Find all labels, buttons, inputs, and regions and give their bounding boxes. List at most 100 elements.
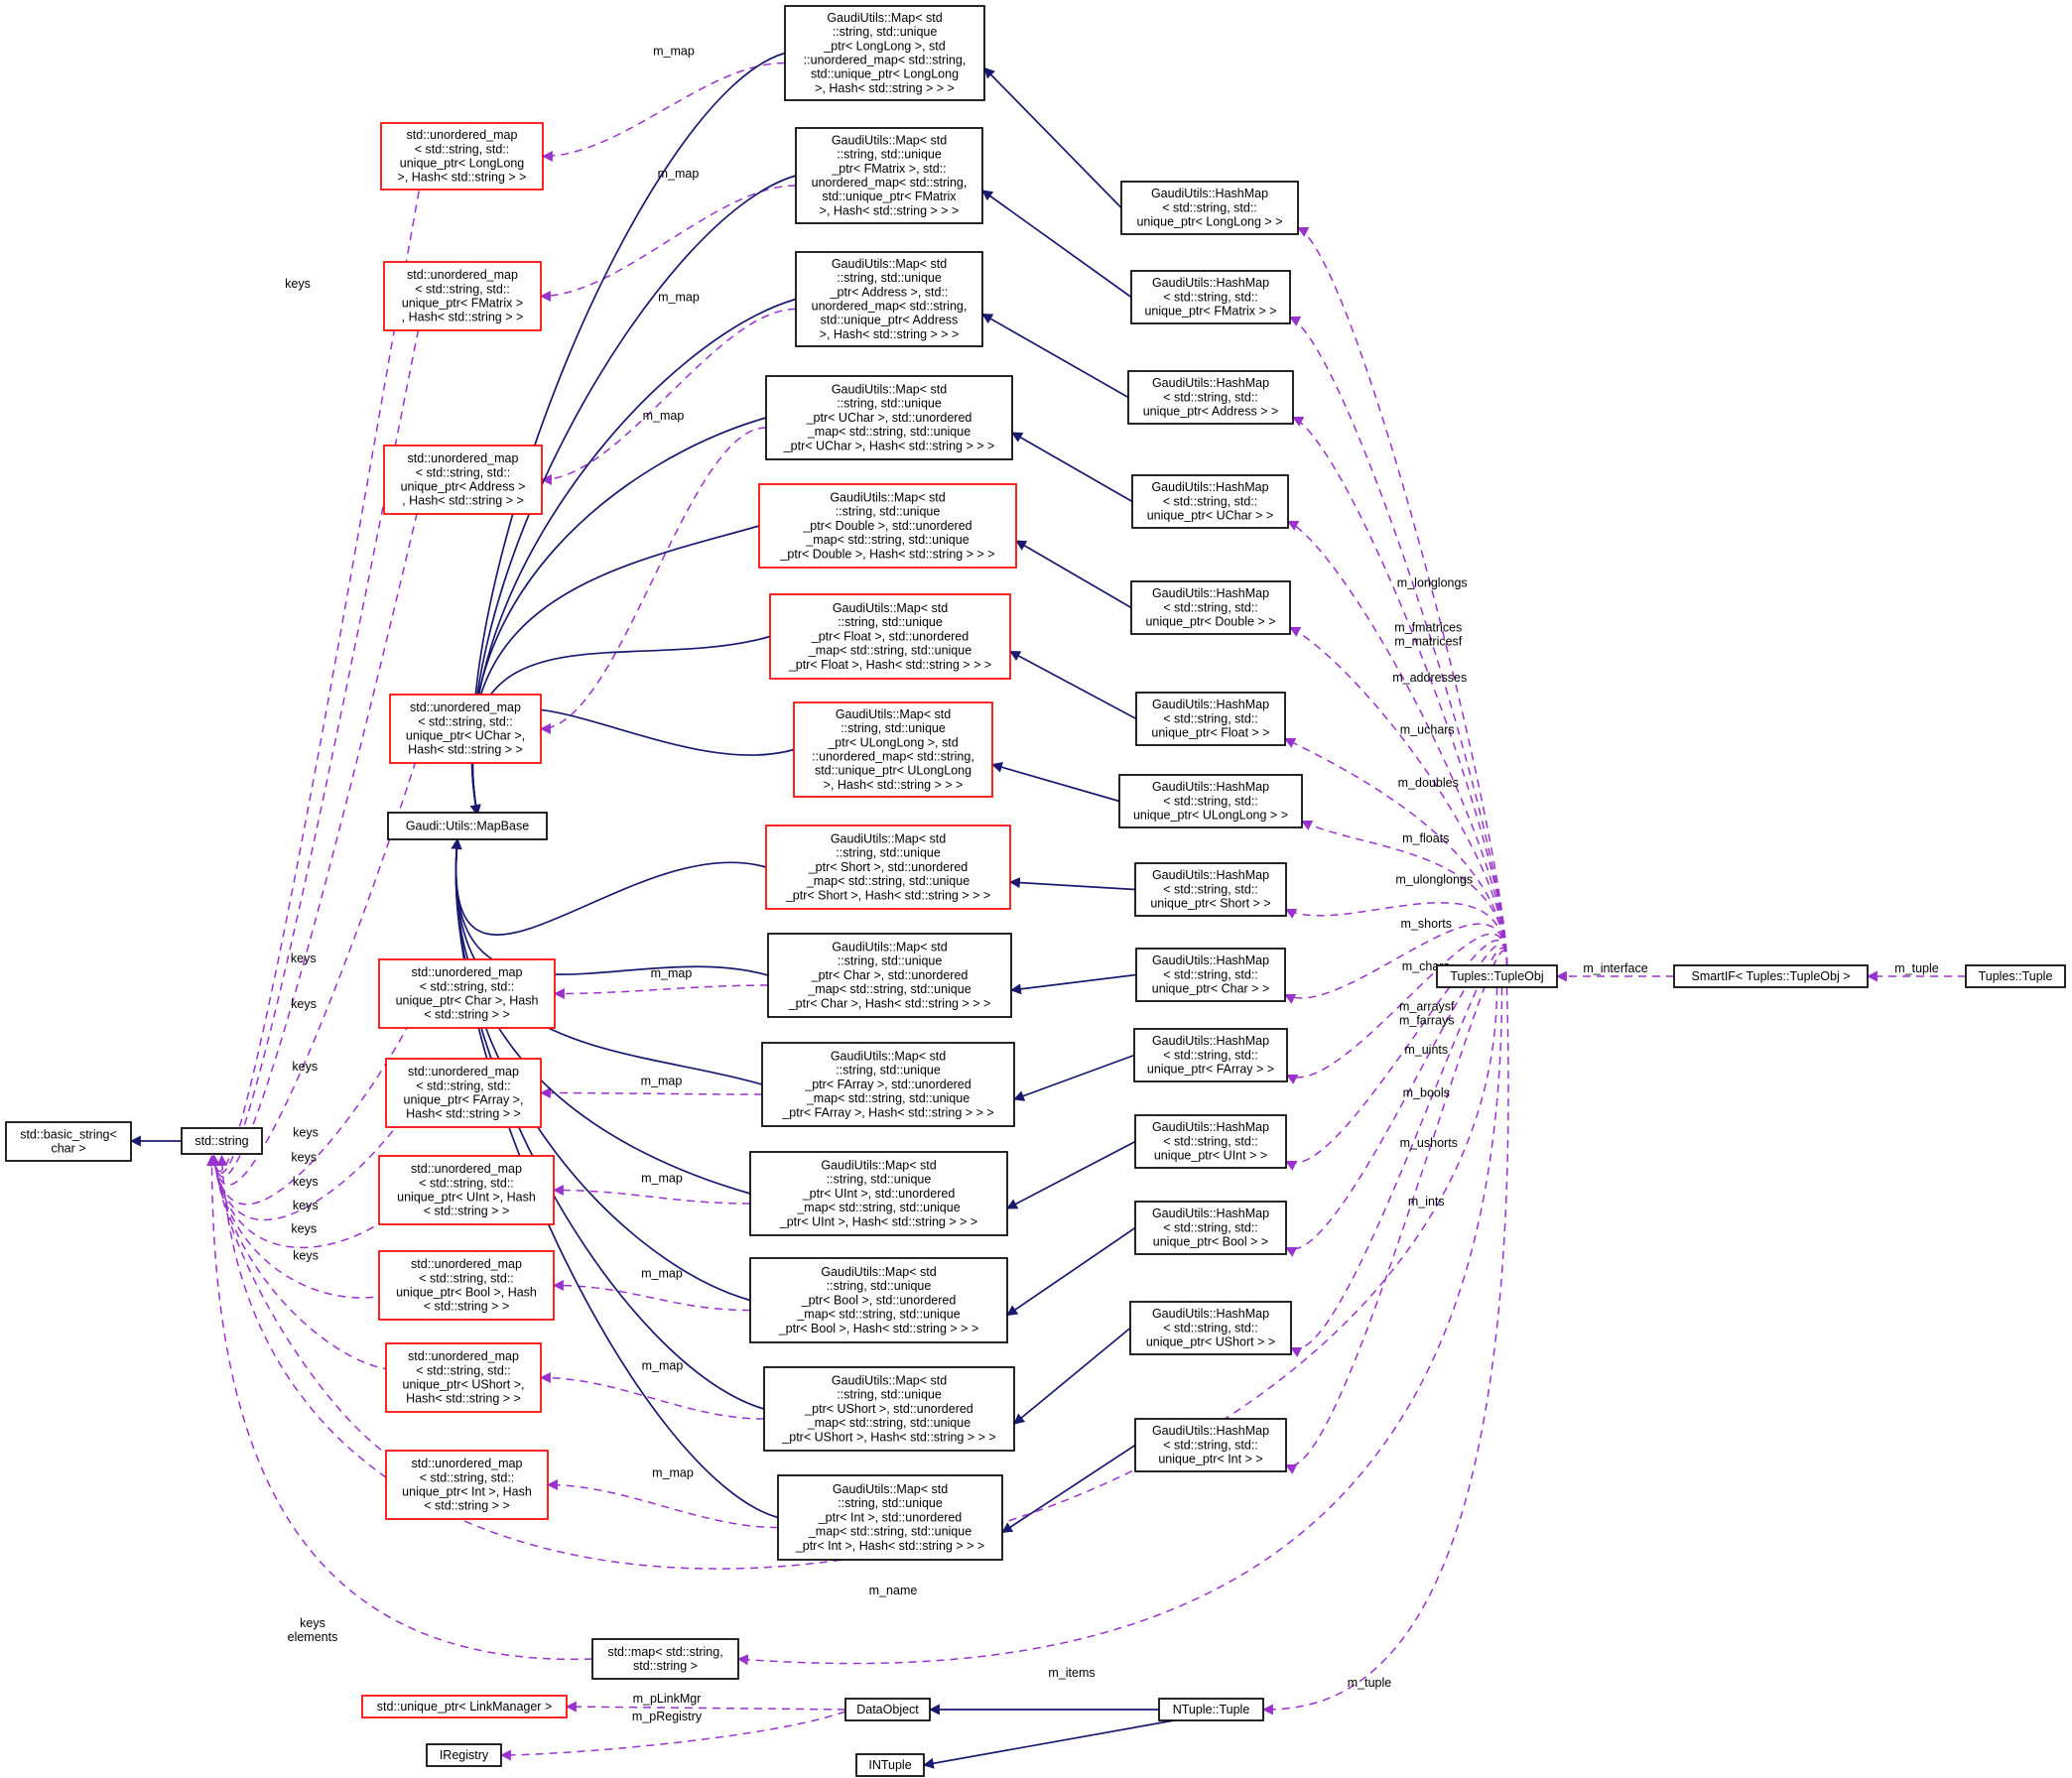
class-node-label: GaudiUtils::HashMap< std::string, std::u… xyxy=(1150,868,1270,910)
edge-inheritance-hm_int-to-map_int xyxy=(1001,1444,1136,1534)
class-node-basic-string[interactable]: std::basic_string<char > xyxy=(5,1121,132,1162)
edge-label-map_uint-to-um_uint: m_map xyxy=(641,1172,683,1186)
edge-usage-dataobject-to-iregistry xyxy=(499,1711,846,1761)
edge-inheritance-hm_short-to-map_short xyxy=(1008,877,1136,891)
class-node-label: GaudiUtils::Map< std::string, std::uniqu… xyxy=(778,1265,979,1335)
class-node-hm-address[interactable]: GaudiUtils::HashMap< std::string, std::u… xyxy=(1127,370,1294,425)
class-node-box xyxy=(383,261,542,331)
edge-label-um_bool-to-std_string: keys xyxy=(293,1199,319,1212)
class-node-label: std::unordered_map< std::string, std::un… xyxy=(396,1257,537,1314)
class-node-map-fmatrix[interactable]: GaudiUtils::Map< std::string, std::uniqu… xyxy=(795,127,983,224)
class-node-hm-uchar[interactable]: GaudiUtils::HashMap< std::string, std::u… xyxy=(1131,474,1289,529)
class-node-map-double[interactable]: GaudiUtils::Map< std::string, std::uniqu… xyxy=(758,483,1017,569)
class-node-hm-double[interactable]: GaudiUtils::HashMap< std::string, std::u… xyxy=(1130,580,1291,635)
class-node-label: GaudiUtils::HashMap< std::string, std::u… xyxy=(1151,698,1269,739)
edge-label-tupleobj-to-std_string: m_name xyxy=(869,1584,918,1597)
class-node-map-address[interactable]: GaudiUtils::Map< std::string, std::uniqu… xyxy=(795,251,983,347)
class-node-label: GaudiUtils::Map< std::string, std::uniqu… xyxy=(779,491,994,562)
class-node-dataobject[interactable]: DataObject xyxy=(844,1698,931,1721)
edge-usage-map_farray-to-um_farray xyxy=(539,1087,763,1099)
class-node-map-farray[interactable]: GaudiUtils::Map< std::string, std::uniqu… xyxy=(761,1042,1015,1127)
edge-label-tupleobj-to-hm_uint: m_uints xyxy=(1404,1043,1448,1057)
class-node-label: IRegistry xyxy=(440,1748,489,1762)
class-node-uptr-linkmgr[interactable]: std::unique_ptr< LinkManager > xyxy=(361,1695,568,1718)
class-node-map-char[interactable]: GaudiUtils::Map< std::string, std::uniqu… xyxy=(767,933,1012,1018)
class-node-hm-fmatrix[interactable]: GaudiUtils::HashMap< std::string, std::u… xyxy=(1130,270,1291,324)
class-node-um-char[interactable]: std::unordered_map< std::string, std::un… xyxy=(378,958,556,1029)
class-node-box xyxy=(765,375,1013,460)
class-node-label: std::map< std::string,std::string > xyxy=(607,1645,722,1673)
class-node-um-longlong[interactable]: std::unordered_map< std::string, std::un… xyxy=(380,122,544,190)
class-node-map-int[interactable]: GaudiUtils::Map< std::string, std::uniqu… xyxy=(777,1474,1003,1561)
class-node-label: std::unordered_map< std::string, std::un… xyxy=(406,700,525,757)
class-node-label: GaudiUtils::Map< std::string, std::uniqu… xyxy=(779,1159,977,1229)
class-node-box xyxy=(749,1151,1008,1236)
class-node-box xyxy=(383,444,543,515)
class-node-label: Gaudi::Utils::MapBase xyxy=(406,819,529,832)
class-node-label: GaudiUtils::Map< std::string, std::uniqu… xyxy=(788,601,991,672)
edge-inheritance-ntuple_tuple-to-intuple xyxy=(922,1719,1175,1769)
class-node-hm-int[interactable]: GaudiUtils::HashMap< std::string, std::u… xyxy=(1134,1418,1287,1472)
edge-inheritance-hm_double-to-map_double xyxy=(1015,540,1132,609)
class-node-map-longlong[interactable]: GaudiUtils::Map< std::string, std::uniqu… xyxy=(784,5,985,101)
class-node-smartif[interactable]: SmartIF< Tuples::TupleObj > xyxy=(1673,964,1869,988)
class-node-intuple[interactable]: INTuple xyxy=(855,1753,925,1777)
edge-label-tupleobj-to-hm_float: m_floats xyxy=(1402,831,1449,845)
class-node-um-uchar[interactable]: std::unordered_map< std::string, std::un… xyxy=(389,694,542,764)
class-node-um-uint[interactable]: std::unordered_map< std::string, std::un… xyxy=(378,1155,555,1225)
edge-label-tupleobj-to-hm_double: m_doubles xyxy=(1398,776,1459,790)
class-node-label: GaudiUtils::HashMap< std::string, std::u… xyxy=(1136,187,1282,228)
class-node-box xyxy=(5,1121,132,1162)
class-node-hm-bool[interactable]: GaudiUtils::HashMap< std::string, std::u… xyxy=(1134,1201,1287,1255)
class-node-um-bool[interactable]: std::unordered_map< std::string, std::un… xyxy=(378,1250,555,1321)
class-node-map-ulonglong[interactable]: GaudiUtils::Map< std::string, std::uniqu… xyxy=(793,701,993,798)
class-node-box xyxy=(1120,181,1299,235)
class-node-map-short[interactable]: GaudiUtils::Map< std::string, std::uniqu… xyxy=(765,825,1011,910)
edge-label-tuple-to-smartif: m_tuple xyxy=(1894,961,1939,975)
class-node-label: std::unordered_map< std::string, std::un… xyxy=(402,268,524,324)
class-node-map-uchar[interactable]: GaudiUtils::Map< std::string, std::uniqu… xyxy=(765,375,1013,460)
class-node-mapbase[interactable]: Gaudi::Utils::MapBase xyxy=(387,812,548,840)
class-node-hm-farray[interactable]: GaudiUtils::HashMap< std::string, std::u… xyxy=(1133,1028,1288,1082)
class-node-std-map[interactable]: std::map< std::string,std::string > xyxy=(591,1638,739,1680)
class-node-um-address[interactable]: std::unordered_map< std::string, std::un… xyxy=(383,444,543,515)
class-node-tupleobj[interactable]: Tuples::TupleObj xyxy=(1436,964,1558,988)
class-node-um-int[interactable]: std::unordered_map< std::string, std::un… xyxy=(385,1450,549,1520)
class-node-hm-ushort[interactable]: GaudiUtils::HashMap< std::string, std::u… xyxy=(1129,1301,1292,1355)
edge-usage-tupleobj-to-hm_ulonglong xyxy=(1301,820,1508,966)
edge-usage-std_map-to-std_string xyxy=(206,1154,593,1660)
class-node-box xyxy=(844,1698,931,1721)
class-node-hm-char[interactable]: GaudiUtils::HashMap< std::string, std::u… xyxy=(1135,948,1286,1002)
class-node-box xyxy=(855,1753,925,1777)
class-node-map-bool[interactable]: GaudiUtils::Map< std::string, std::uniqu… xyxy=(749,1257,1008,1343)
class-node-label: std::unordered_map< std::string, std::un… xyxy=(396,965,539,1022)
edge-label-map_address-to-um_address: m_map xyxy=(658,291,700,305)
class-node-hm-uint[interactable]: GaudiUtils::HashMap< std::string, std::u… xyxy=(1134,1114,1287,1169)
edge-label-tupleobj-to-hm_short: m_shorts xyxy=(1401,917,1452,931)
class-node-std-string[interactable]: std::string xyxy=(181,1127,263,1155)
edge-usage-tupleobj-to-hm_short xyxy=(1285,902,1508,966)
class-node-box xyxy=(749,1257,1008,1343)
class-node-box xyxy=(1134,1114,1287,1169)
class-node-box xyxy=(1133,1028,1288,1082)
edge-label-um_char-to-std_string: keys xyxy=(293,1126,319,1140)
edge-label-dataobject-to-uptr_linkmgr: m_pLinkMgr xyxy=(633,1692,702,1706)
class-node-um-fmatrix[interactable]: std::unordered_map< std::string, std::un… xyxy=(383,261,542,331)
class-node-um-farray[interactable]: std::unordered_map< std::string, std::un… xyxy=(385,1058,542,1128)
class-node-ntuple-tuple[interactable]: NTuple::Tuple xyxy=(1158,1698,1264,1721)
class-node-label: GaudiUtils::HashMap< std::string, std::u… xyxy=(1133,780,1288,822)
class-node-hm-float[interactable]: GaudiUtils::HashMap< std::string, std::u… xyxy=(1135,692,1286,746)
class-node-map-uint[interactable]: GaudiUtils::Map< std::string, std::uniqu… xyxy=(749,1151,1008,1236)
edge-inheritance-map_short-to-mapbase xyxy=(451,837,767,936)
class-node-map-float[interactable]: GaudiUtils::Map< std::string, std::uniqu… xyxy=(769,593,1011,680)
class-node-hm-longlong[interactable]: GaudiUtils::HashMap< std::string, std::u… xyxy=(1120,181,1299,235)
class-node-tuple[interactable]: Tuples::Tuple xyxy=(1965,964,2066,988)
class-node-iregistry[interactable]: IRegistry xyxy=(426,1743,502,1767)
class-node-hm-ulonglong[interactable]: GaudiUtils::HashMap< std::string, std::u… xyxy=(1118,774,1303,828)
edge-label-map_uchar-to-um_uchar: m_map xyxy=(643,409,685,423)
class-node-hm-short[interactable]: GaudiUtils::HashMap< std::string, std::u… xyxy=(1134,862,1287,917)
class-node-um-ushort[interactable]: std::unordered_map< std::string, std::un… xyxy=(385,1342,542,1413)
class-node-map-ushort[interactable]: GaudiUtils::Map< std::string, std::uniqu… xyxy=(763,1366,1015,1452)
